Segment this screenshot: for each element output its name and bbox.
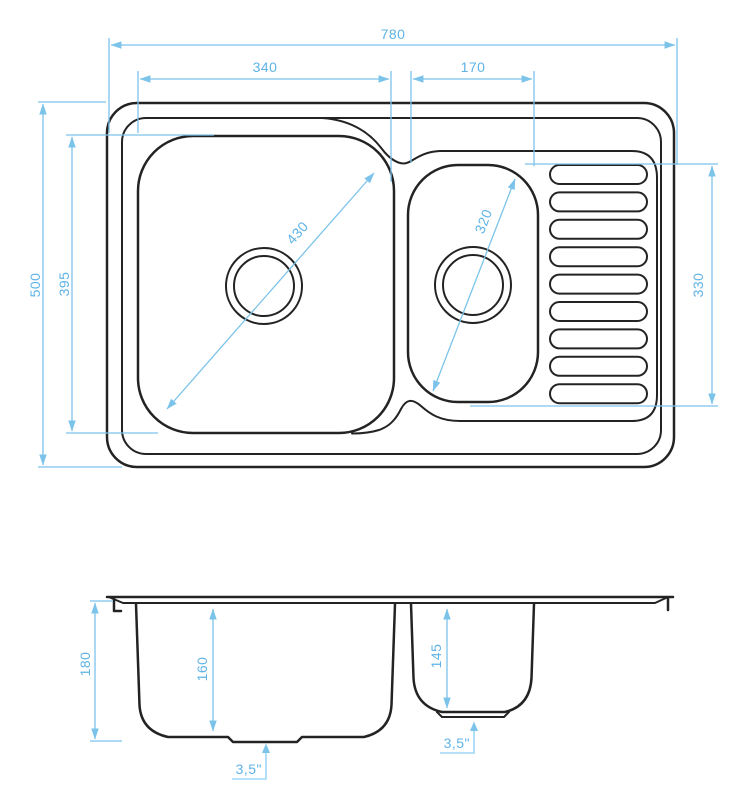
small-drain-size-label: 3,5" (444, 735, 470, 751)
dim-overall-width-label: 780 (381, 26, 406, 42)
small-drain (434, 246, 512, 324)
dim-main-bowl-width: 340 (137, 59, 392, 182)
drainboard-rib (549, 164, 648, 185)
dim-small-bowl-height: 145 (428, 608, 451, 709)
main-bowl (136, 134, 396, 435)
dim-main-bowl-height: 160 (194, 608, 217, 732)
side-view-dimensions: 180 160 145 3,5" 3,5" (77, 600, 478, 780)
dim-overall-height-label: 180 (77, 652, 93, 677)
small-bowl (406, 163, 540, 404)
drainboard-rib (549, 328, 648, 350)
main-drain (225, 247, 303, 325)
dim-overall-width: 780 (108, 26, 678, 165)
small-drain-callout: 3,5" (440, 721, 478, 754)
dim-main-bowl-width-label: 340 (253, 59, 278, 75)
drainboard-rib (549, 383, 648, 405)
small-drain-step (436, 711, 510, 718)
dim-main-bowl-depth-label: 395 (56, 272, 72, 297)
drainboard-rib (549, 246, 648, 268)
dim-main-bowl-diagonal-label: 430 (283, 218, 311, 247)
dim-small-bowl-height-label: 145 (428, 644, 444, 669)
dim-overall-depth: 500 (27, 101, 122, 468)
drainboard-rib (549, 301, 648, 322)
dim-small-bowl-diagonal-label: 320 (471, 207, 495, 236)
main-bowl-section (134, 602, 397, 744)
drainboard-rib (549, 273, 648, 295)
dim-small-bowl-width-label: 170 (461, 59, 486, 75)
top-view-dimensions: 780 340 170 500 395 (27, 26, 718, 468)
dim-small-bowl-width: 170 (410, 59, 535, 166)
main-drain-callout: 3,5" (232, 743, 270, 780)
dim-main-bowl-depth: 395 (56, 134, 214, 434)
dim-main-bowl-height-label: 160 (194, 657, 210, 682)
drainboard-rib (549, 218, 648, 240)
dim-drainer-length-label: 330 (690, 273, 706, 298)
dim-main-bowl-diagonal: 430 (166, 172, 375, 410)
small-bowl-section (409, 602, 536, 714)
main-drain-size-label: 3,5" (236, 761, 262, 777)
drainboard-ribs (549, 164, 648, 405)
drainboard-rib (549, 191, 648, 213)
countertop-profile (105, 595, 675, 613)
dim-overall-depth-label: 500 (27, 273, 43, 298)
dim-drainer-length: 330 (470, 163, 718, 407)
dim-overall-height: 180 (77, 600, 122, 742)
side-view (105, 595, 675, 744)
drainboard-rib (549, 355, 648, 377)
